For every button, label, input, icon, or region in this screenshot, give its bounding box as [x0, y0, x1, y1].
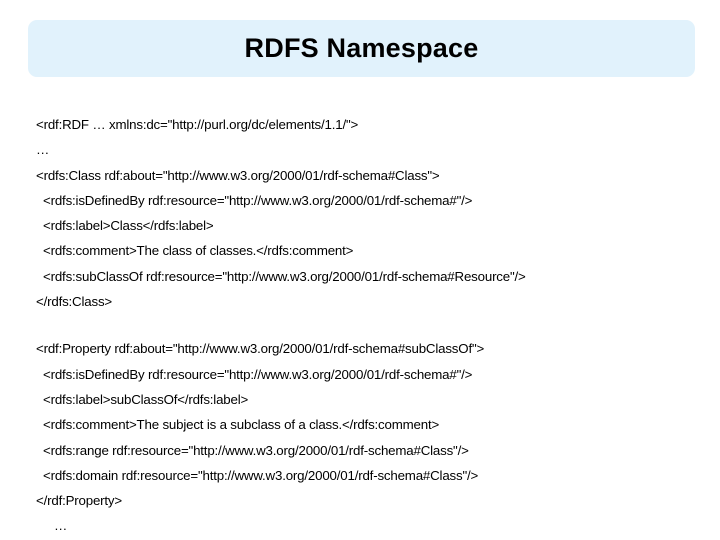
code-line: <rdfs:label>subClassOf</rdfs:label>	[43, 391, 249, 407]
code-line: <rdfs:Class rdf:about="http://www.w3.org…	[36, 167, 440, 183]
code-line: <rdf:RDF … xmlns:dc="http://purl.org/dc/…	[36, 117, 359, 132]
rdf-code-listing: <rdf:RDF … xmlns:dc="http://purl.org/dc/…	[0, 112, 720, 539]
code-line: <rdfs:subClassOf rdf:resource="http://ww…	[43, 268, 526, 284]
code-line: …	[36, 142, 50, 158]
code-line: <rdfs:comment>The subject is a subclass …	[43, 417, 440, 433]
code-line: <rdfs:isDefinedBy rdf:resource="http://w…	[43, 192, 473, 208]
page-title: RDFS Namespace	[244, 33, 479, 63]
code-block-rdf-property: <rdf:Property rdf:about="http://www.w3.o…	[36, 336, 712, 538]
code-line: </rdf:Property>	[36, 493, 122, 509]
code-line: <rdfs:isDefinedBy rdf:resource="http://w…	[43, 366, 473, 382]
code-line: <rdfs:domain rdf:resource="http://www.w3…	[43, 467, 479, 483]
code-line: <rdfs:range rdf:resource="http://www.w3.…	[43, 442, 469, 458]
code-line: <rdf:Property rdf:about="http://www.w3.o…	[36, 341, 485, 357]
title-banner: RDFS Namespace	[28, 20, 695, 77]
code-line: <rdfs:label>Class</rdfs:label>	[43, 218, 214, 234]
block-separator	[36, 314, 712, 336]
code-line: <rdfs:comment>The class of classes.</rdf…	[43, 243, 354, 259]
code-line: …	[54, 518, 68, 534]
code-block-rdf-root-and-class: <rdf:RDF … xmlns:dc="http://purl.org/dc/…	[36, 112, 712, 314]
code-line: </rdfs:Class>	[36, 294, 112, 310]
